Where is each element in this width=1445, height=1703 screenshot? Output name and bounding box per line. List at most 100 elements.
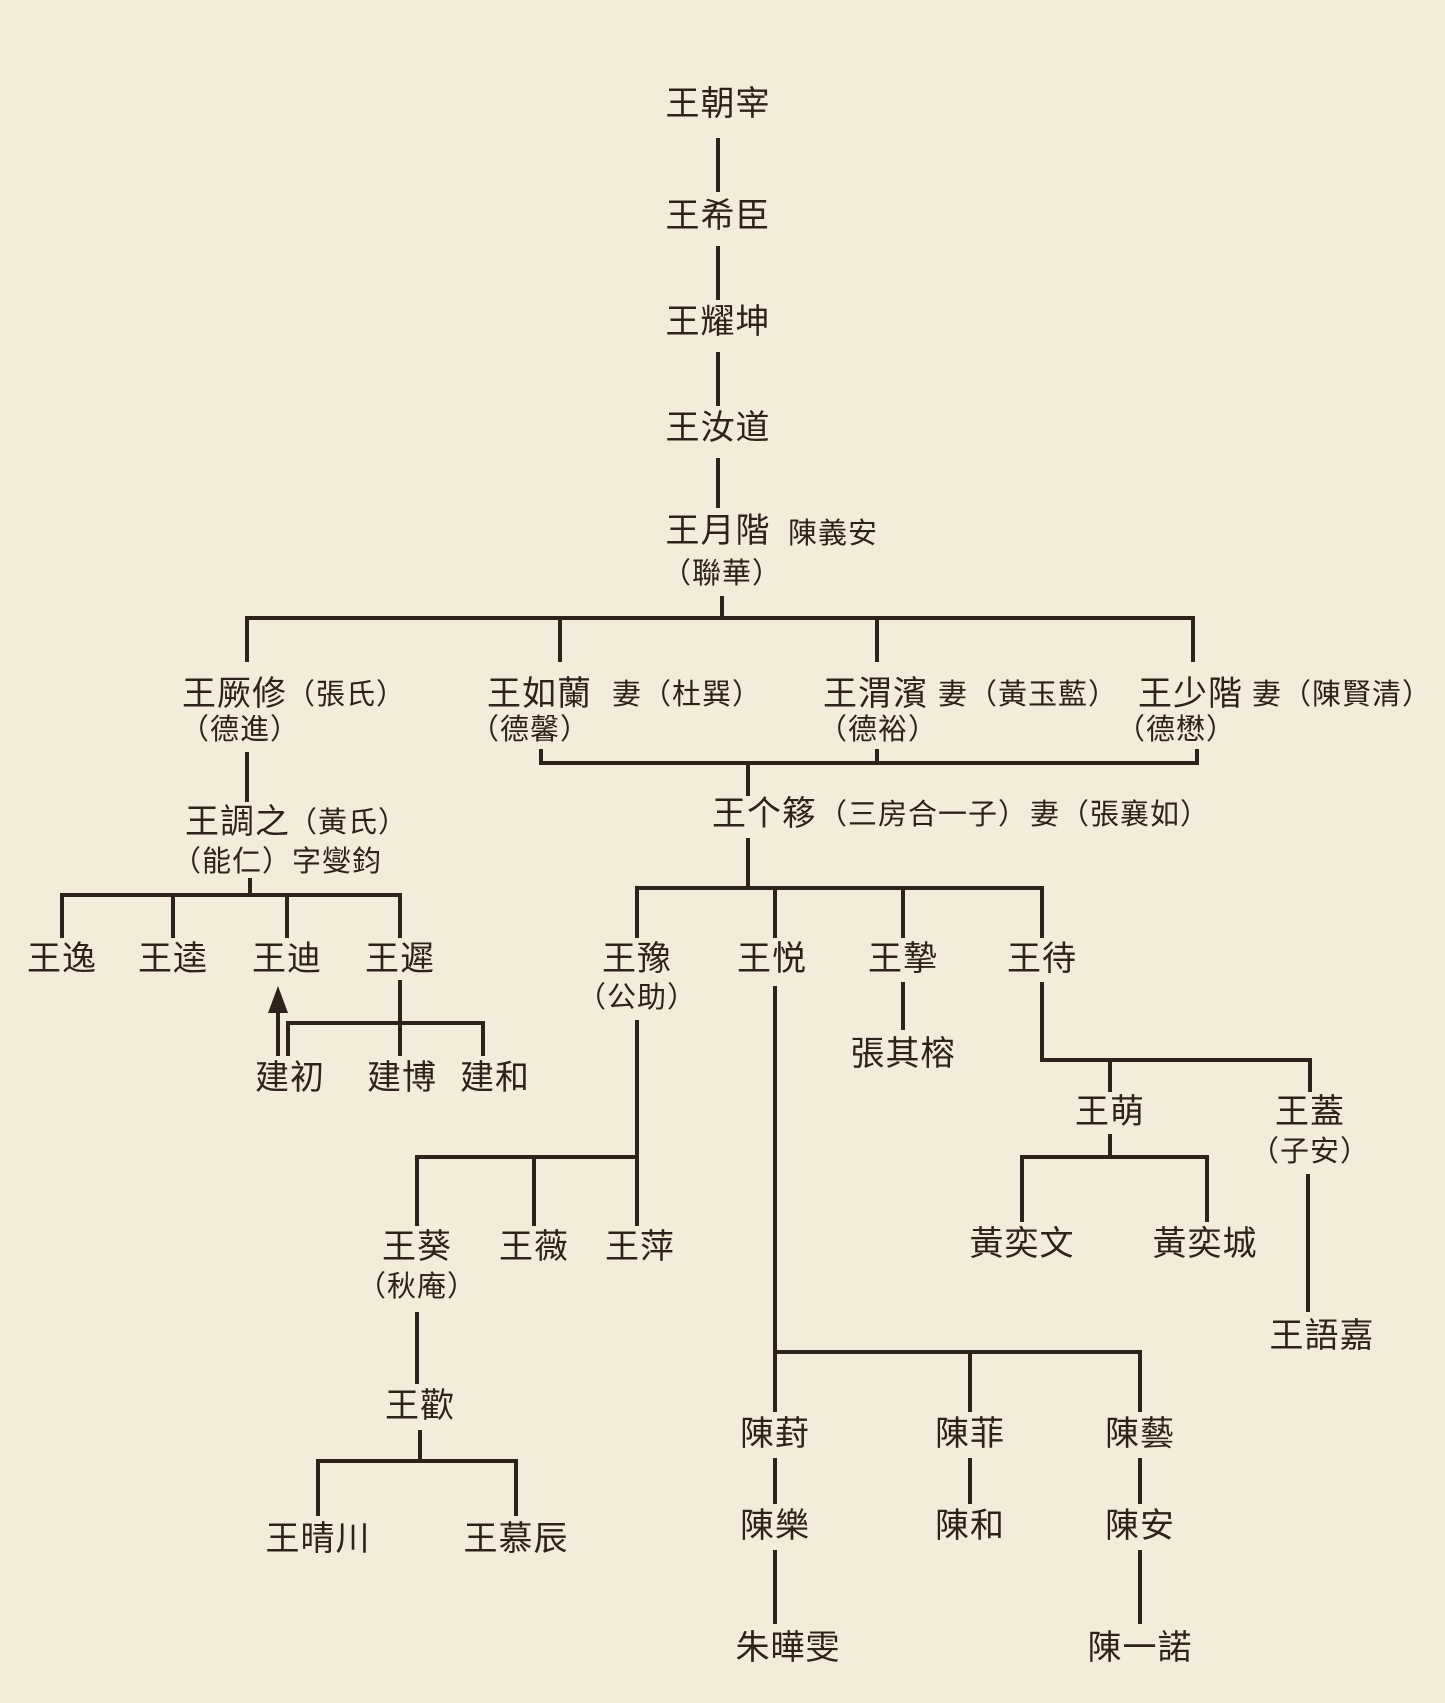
person-name: 王迪 <box>252 941 322 978</box>
connector-line <box>245 616 249 662</box>
spouse-name: 妻（杜巽） <box>612 679 763 711</box>
alias-label: （德進） <box>180 714 301 746</box>
person-name: 王萌 <box>1075 1094 1145 1131</box>
person-name: 陳樂 <box>740 1508 810 1545</box>
adoption-arrow-shaft <box>276 1008 280 1056</box>
connector-line <box>1020 1157 1024 1222</box>
connector-line <box>716 458 720 508</box>
alias-label: （德懋） <box>1116 714 1237 746</box>
spouse-name: （張氏） <box>286 679 407 711</box>
person-name: 王歡 <box>385 1388 455 1425</box>
connector-line <box>1205 1157 1209 1222</box>
connector-line <box>514 1459 518 1516</box>
person-name: 陳一諾 <box>1087 1630 1193 1667</box>
spouse-name: 妻（張襄如） <box>1030 799 1211 831</box>
person-name: 王汝道 <box>665 410 771 447</box>
connector-line <box>316 1459 320 1516</box>
connector-line <box>1108 1134 1112 1159</box>
alias-label: （德馨） <box>470 714 591 746</box>
connector-line <box>532 1157 536 1226</box>
spouse-name: 陳義安 <box>788 518 879 550</box>
connector-line <box>398 1023 402 1056</box>
person-name: 王豫 <box>602 941 672 978</box>
person-name: 陳和 <box>935 1508 1005 1545</box>
person-name: 建博 <box>367 1060 437 1097</box>
connector-line <box>773 886 777 938</box>
connector-line <box>1195 749 1199 765</box>
person-name: 王少階 <box>1138 676 1243 713</box>
person-name: 王逸 <box>27 941 97 978</box>
person-name: 王渭濱 <box>823 676 928 713</box>
person-name: 王晴川 <box>265 1521 371 1558</box>
person-name: 朱曄雯 <box>735 1630 841 1667</box>
person-name: 王月階 <box>665 513 771 550</box>
connector-line <box>635 1020 639 1159</box>
connector-line <box>773 1550 777 1624</box>
connector-line <box>398 980 402 1025</box>
connector-line <box>1020 1155 1209 1159</box>
alias-label: （秋庵） <box>356 1271 478 1303</box>
connector-line <box>286 1021 485 1025</box>
connector-line <box>1191 616 1195 662</box>
connector-line <box>398 893 402 938</box>
connector-line <box>968 1352 972 1412</box>
connector-line <box>1308 1060 1312 1092</box>
connector-line <box>1306 1174 1310 1312</box>
connector-line <box>245 752 249 802</box>
connector-line <box>285 893 289 938</box>
person-name: 王語嘉 <box>1269 1318 1375 1355</box>
connector-line <box>415 1157 419 1226</box>
person-name: 王調之 <box>185 804 290 841</box>
connector-line <box>773 1352 777 1412</box>
connector-line <box>773 1350 1142 1354</box>
person-name: 王蓋 <box>1275 1094 1345 1131</box>
alias-label: （三房合一子） <box>818 799 1029 831</box>
connector-line <box>316 1459 518 1463</box>
connector-line <box>1040 982 1044 1062</box>
alias-label: （聯華） <box>661 558 783 590</box>
connector-line <box>415 1312 419 1384</box>
connector-line <box>171 893 175 938</box>
connector-line <box>60 893 402 897</box>
connector-line <box>286 1023 290 1056</box>
person-name: 王萍 <box>605 1229 675 1266</box>
connector-line <box>746 763 750 796</box>
connector-line <box>245 616 1195 620</box>
person-name: 王葵 <box>382 1229 452 1266</box>
connector-line <box>716 246 720 300</box>
connector-line <box>875 749 879 765</box>
person-name: 陳安 <box>1105 1508 1175 1545</box>
person-name: 陳菲 <box>935 1416 1005 1453</box>
person-name: 王逵 <box>138 941 208 978</box>
spouse-name: 妻（黃玉藍） <box>938 679 1119 711</box>
person-name: 王如蘭 <box>487 676 592 713</box>
connector-line <box>1138 1352 1142 1412</box>
person-name: 王薇 <box>499 1229 569 1266</box>
connector-line <box>1040 886 1044 938</box>
connector-line <box>248 878 252 897</box>
connector-line <box>60 893 64 938</box>
connector-line <box>901 886 905 938</box>
connector-line <box>635 1157 639 1226</box>
connector-line <box>773 1458 777 1504</box>
person-name: 王悦 <box>737 941 807 978</box>
connector-line <box>746 838 750 890</box>
person-name: 王待 <box>1007 941 1077 978</box>
connector-line <box>1138 1458 1142 1504</box>
person-name: 建初 <box>255 1060 325 1097</box>
person-name: 張其榕 <box>850 1036 956 1073</box>
person-name: 黃奕城 <box>1152 1226 1258 1263</box>
connector-line <box>1108 1060 1112 1092</box>
connector-line <box>539 761 1199 765</box>
connector-line <box>415 1155 639 1159</box>
spouse-name: 妻（陳賢清） <box>1252 679 1433 711</box>
person-name: 王摯 <box>868 941 938 978</box>
connector-line <box>635 886 1044 890</box>
spouse-name: （黃氏） <box>288 807 409 839</box>
connector-line <box>558 616 562 662</box>
person-name: 王耀坤 <box>665 304 771 341</box>
person-name: 王希臣 <box>665 198 771 235</box>
connector-line <box>716 352 720 406</box>
alias-label: （能仁）字燮鈞 <box>172 846 383 878</box>
